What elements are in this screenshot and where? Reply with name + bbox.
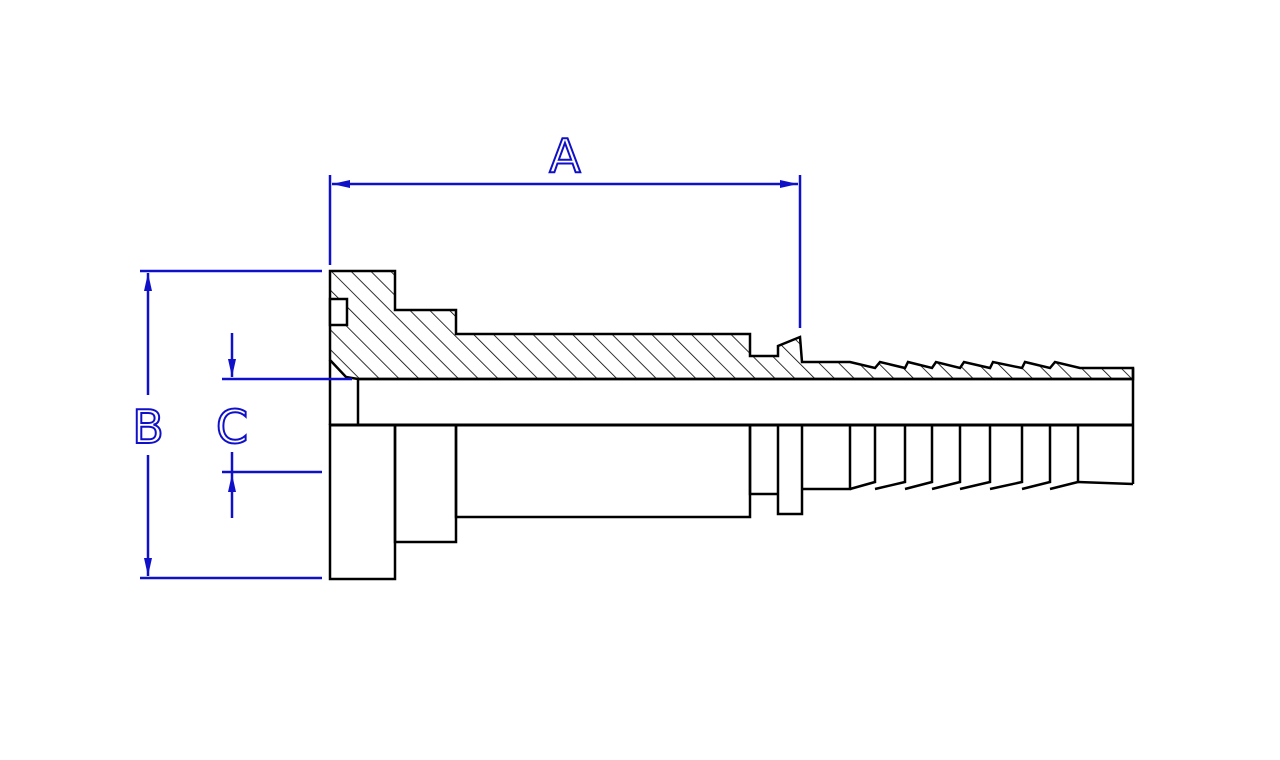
body-barrel bbox=[454, 423, 752, 519]
dim-b-label: B bbox=[132, 400, 164, 454]
collar bbox=[776, 423, 804, 516]
dim-a-arrow-right bbox=[780, 180, 798, 188]
barb bbox=[931, 425, 962, 491]
dim-c-arrow-top bbox=[228, 359, 236, 377]
dim-a-arrow-left bbox=[332, 180, 350, 188]
exterior-view-lower-half bbox=[328, 423, 1134, 581]
section-view-upper-half bbox=[328, 269, 1135, 484]
hatched-section bbox=[328, 269, 1135, 381]
shank-start bbox=[802, 425, 852, 491]
barb bbox=[1021, 425, 1052, 491]
flange-neck bbox=[393, 423, 458, 544]
body-step bbox=[748, 425, 778, 496]
barb bbox=[989, 425, 1024, 491]
dimension-c bbox=[222, 333, 352, 518]
flange-body bbox=[328, 423, 397, 581]
barb bbox=[874, 425, 907, 491]
dimension-a bbox=[328, 175, 802, 328]
dim-c-label: C bbox=[216, 400, 248, 454]
barb bbox=[904, 425, 934, 491]
dim-b-arrow-bottom bbox=[144, 558, 152, 576]
dim-c-arrow-bottom bbox=[228, 474, 236, 492]
tail bbox=[1077, 480, 1134, 486]
dimension-b bbox=[140, 269, 322, 580]
dim-b-arrow-top bbox=[144, 273, 152, 291]
barb bbox=[959, 425, 992, 491]
barb bbox=[849, 425, 877, 491]
oring-groove bbox=[328, 297, 349, 327]
dim-a-label: A bbox=[549, 129, 581, 183]
barb bbox=[1049, 425, 1080, 491]
